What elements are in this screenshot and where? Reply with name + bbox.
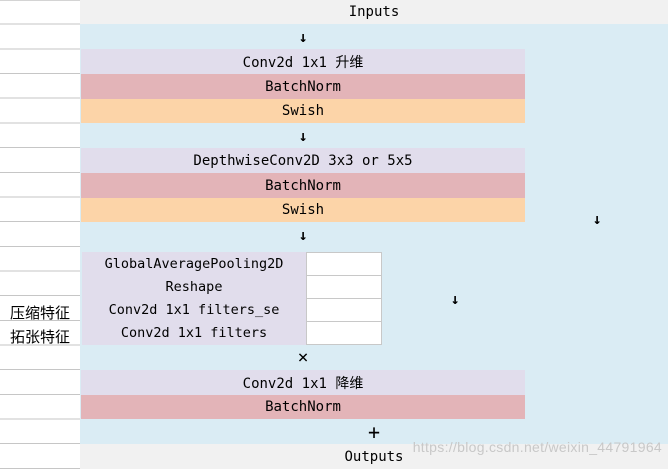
arrow-down-icon: ↓ [298, 27, 308, 46]
batchnorm-block-1: BatchNorm [81, 74, 525, 99]
global-avg-pool-row: GlobalAveragePooling2D [104, 255, 284, 272]
se-output-cells [306, 252, 382, 345]
se-output-cell [306, 252, 382, 276]
watermark-url: https://blog.csdn.net/weixin_44791964 [412, 439, 662, 455]
swish-block-1: Swish [81, 99, 525, 123]
project-conv-block: Conv2d 1x1 降维 [81, 370, 525, 395]
conv-filters-row: Conv2d 1x1 filters [120, 325, 268, 342]
batchnorm-block-2: BatchNorm [81, 173, 525, 198]
expand-conv-block: Conv2d 1x1 升维 [81, 49, 525, 74]
conv-filters-se-row: Conv2d 1x1 filters_se [108, 302, 280, 319]
outputs-label: Outputs [344, 448, 404, 465]
arrow-down-icon: ↓ [592, 209, 602, 228]
batchnorm-block-3: BatchNorm [81, 395, 525, 419]
reshape-row: Reshape [165, 278, 223, 295]
expand-feature-label: 拓张特征 [9, 327, 70, 346]
multiply-icon: × [297, 346, 309, 368]
se-block: GlobalAveragePooling2D Reshape Conv2d 1x… [82, 252, 306, 345]
outputs-row: Outputs [80, 444, 668, 469]
inputs-row: Inputs [80, 0, 668, 24]
arrow-down-icon: ↓ [298, 126, 308, 145]
spreadsheet-left-column [0, 0, 81, 469]
arrow-down-icon: ↓ [298, 225, 308, 244]
add-icon: + [367, 419, 381, 444]
se-output-cell [306, 275, 382, 299]
swish-block-2: Swish [81, 198, 525, 222]
inputs-label: Inputs [348, 4, 400, 20]
se-output-cell [306, 298, 382, 322]
se-output-cell [306, 321, 382, 345]
arrow-down-icon: ↓ [450, 289, 460, 308]
depthwise-conv-block: DepthwiseConv2D 3x3 or 5x5 [81, 148, 525, 173]
compress-feature-label: 压缩特征 [9, 303, 70, 322]
